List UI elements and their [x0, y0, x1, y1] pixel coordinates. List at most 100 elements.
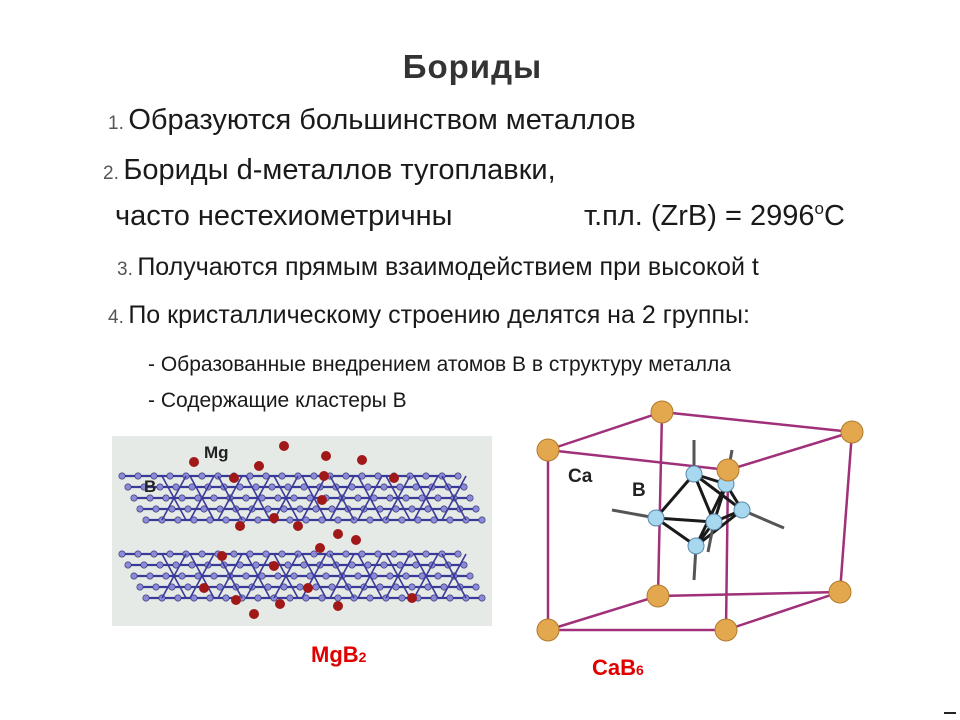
item-number: 4.	[108, 307, 124, 328]
boron-atom	[478, 516, 486, 524]
boron-atom	[178, 572, 186, 580]
cube-edge	[727, 430, 853, 472]
degree-sup: o	[814, 199, 824, 218]
mgb2-caption: MgB2	[311, 642, 366, 668]
boron-atom	[422, 472, 430, 480]
boron-atom	[685, 465, 703, 483]
boron-bond	[693, 472, 743, 512]
boron-atom	[454, 550, 462, 558]
boron-atom	[146, 494, 154, 502]
boron-atom	[156, 561, 164, 569]
ca-atom	[716, 458, 740, 482]
boron-atom	[118, 472, 126, 480]
figure-background	[112, 436, 492, 626]
boron-atom	[152, 583, 160, 591]
boron-bond	[161, 475, 187, 521]
ca-atoms	[536, 400, 864, 642]
boron-bond	[217, 553, 243, 599]
boron-octahedron	[611, 440, 785, 581]
boron-atom	[408, 505, 416, 513]
mg-atoms	[189, 441, 417, 619]
mg-atom	[333, 529, 343, 539]
mg-atom	[217, 551, 227, 561]
boron-bond	[357, 553, 383, 599]
boron-bond	[329, 475, 355, 521]
boron-atom	[174, 594, 182, 602]
boron-bond	[385, 553, 411, 599]
boron-atom	[150, 472, 158, 480]
boron-atom	[322, 572, 330, 580]
boron-atom	[274, 494, 282, 502]
boron-atom	[268, 483, 276, 491]
mg-atom	[269, 513, 279, 523]
boron-atom	[478, 594, 486, 602]
boron-atom	[134, 472, 142, 480]
cube-edge	[656, 411, 664, 597]
boron-atom	[286, 516, 294, 524]
boron-atom	[274, 572, 282, 580]
mg-atom	[317, 495, 327, 505]
degree-unit: C	[823, 200, 845, 232]
cube-edge	[661, 410, 853, 434]
boron-atom	[366, 516, 374, 524]
boron-atom	[118, 550, 126, 558]
list-item-4: 4. По кристаллическому строению делятся …	[108, 301, 750, 330]
boron-atom	[230, 550, 238, 558]
ca-atom	[840, 420, 864, 444]
list-item-2-continued: часто нестехиометричны	[115, 200, 452, 233]
boron-atom	[184, 583, 192, 591]
cube-edge	[724, 469, 730, 631]
item-text-line2: часто нестехиометричны	[115, 200, 453, 232]
boron-atom	[254, 594, 262, 602]
item-number: 2.	[103, 163, 119, 184]
cab6-caption: CaB6	[592, 655, 644, 681]
slide-title: Бориды	[402, 48, 543, 85]
boron-atom	[134, 550, 142, 558]
boron-atom	[136, 505, 144, 513]
mg-atom	[249, 609, 259, 619]
boron-atom	[162, 572, 170, 580]
ca-atom	[536, 618, 560, 642]
boron-atom	[402, 572, 410, 580]
boron-atom	[446, 594, 454, 602]
boron-atom	[198, 550, 206, 558]
item-number: 1.	[108, 113, 124, 134]
boron-atom	[386, 494, 394, 502]
boron-bond	[357, 475, 383, 521]
mg-atom	[189, 457, 199, 467]
boron-atom	[136, 583, 144, 591]
boron-bond	[189, 475, 215, 521]
boron-bond	[217, 475, 243, 521]
melting-point-label: т.пл. (ZrB) = 2996	[584, 200, 815, 232]
boron-atom	[342, 550, 350, 558]
item-text: Бориды d-металлов тугоплавки,	[123, 154, 556, 186]
boron-atom	[278, 472, 286, 480]
caption-subscript: 2	[358, 649, 367, 665]
b-label: B	[144, 477, 156, 496]
mg-atom	[333, 601, 343, 611]
boron-sheets	[118, 472, 486, 602]
boron-bond	[189, 553, 215, 599]
ca-label: Ca	[568, 466, 593, 487]
boron-atom	[354, 494, 362, 502]
list-item-3: 3. Получаются прямым взаимодействием при…	[117, 253, 759, 282]
boron-atom	[472, 505, 480, 513]
ca-atom	[646, 584, 670, 608]
boron-bond	[301, 475, 327, 521]
boron-atom	[296, 505, 304, 513]
boron-atom	[286, 594, 294, 602]
mg-label: Mg	[204, 443, 229, 462]
boron-atom	[434, 494, 442, 502]
corner-mark	[944, 712, 956, 714]
boron-atom	[210, 494, 218, 502]
list-item-2: 2. Бориды d-металлов тугоплавки,	[103, 154, 556, 187]
boron-atom	[174, 516, 182, 524]
mg-atom	[235, 521, 245, 531]
boron-atom	[408, 583, 416, 591]
mg-atom	[357, 455, 367, 465]
boron-sheet	[118, 472, 486, 524]
boron-atom	[142, 516, 150, 524]
boron-bond	[385, 475, 411, 521]
boron-bond	[273, 475, 299, 521]
boron-atom	[140, 561, 148, 569]
